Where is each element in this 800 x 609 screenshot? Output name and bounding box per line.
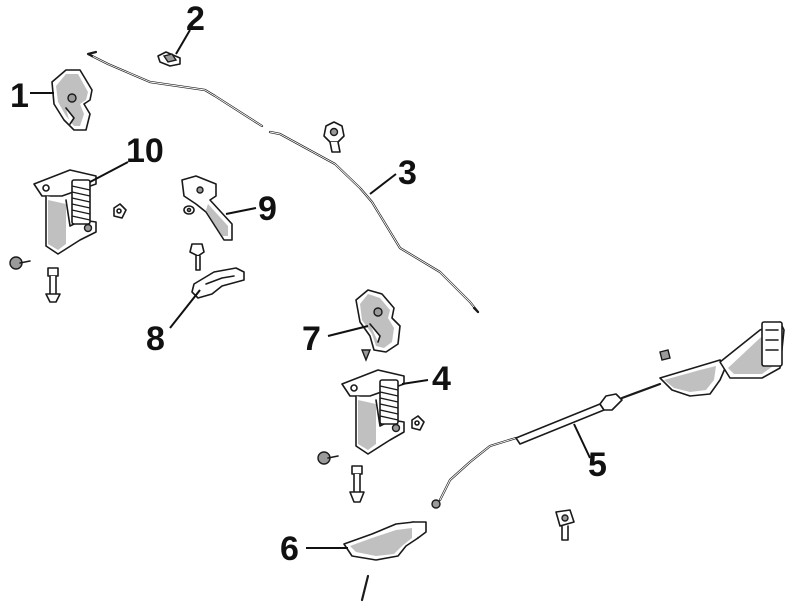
leader-3 [369, 173, 397, 195]
pin-6 [360, 574, 370, 602]
release-handle [659, 321, 785, 397]
support-bracket [181, 175, 233, 241]
callout-7: 7 [302, 320, 321, 358]
latch-center [355, 289, 401, 353]
rod-retainer [323, 121, 345, 153]
hinge-spring-center [341, 369, 405, 455]
screw-7 [360, 349, 372, 362]
stud-center [349, 465, 365, 503]
callout-3: 3 [398, 154, 417, 192]
washer-9 [183, 205, 195, 215]
callout-labels: 1 2 3 4 5 6 7 8 9 10 [10, 0, 607, 568]
release-cable [431, 382, 662, 509]
callout-2: 2 [186, 0, 205, 38]
leader-10 [89, 161, 129, 183]
nut-small-center [411, 415, 425, 431]
bolt-lower-right [555, 509, 575, 541]
callout-10: 10 [126, 132, 164, 170]
nut-small-left [113, 203, 127, 219]
callout-4: 4 [432, 360, 451, 398]
callout-6: 6 [280, 530, 299, 568]
bolt-center [317, 451, 339, 465]
cable-guide [191, 267, 245, 299]
leader-7 [327, 325, 369, 337]
callout-5: 5 [588, 446, 607, 484]
callout-1: 1 [10, 77, 29, 115]
callout-9: 9 [258, 190, 277, 228]
leader-5 [573, 423, 591, 459]
leader-2 [175, 29, 191, 55]
leader-lines [30, 29, 591, 549]
release-rod [86, 50, 480, 314]
cable-bracket [343, 521, 427, 561]
leader-4 [401, 379, 429, 385]
leader-8 [169, 289, 201, 329]
latch-left [51, 69, 93, 131]
screw-handle [659, 349, 671, 361]
bolt-9 [189, 243, 205, 271]
hinge-spring-left [33, 169, 97, 255]
leader-9 [225, 207, 257, 215]
bolt-left [9, 256, 31, 270]
rod-clip [157, 51, 181, 67]
callout-8: 8 [146, 320, 165, 358]
stud-left [45, 267, 61, 303]
